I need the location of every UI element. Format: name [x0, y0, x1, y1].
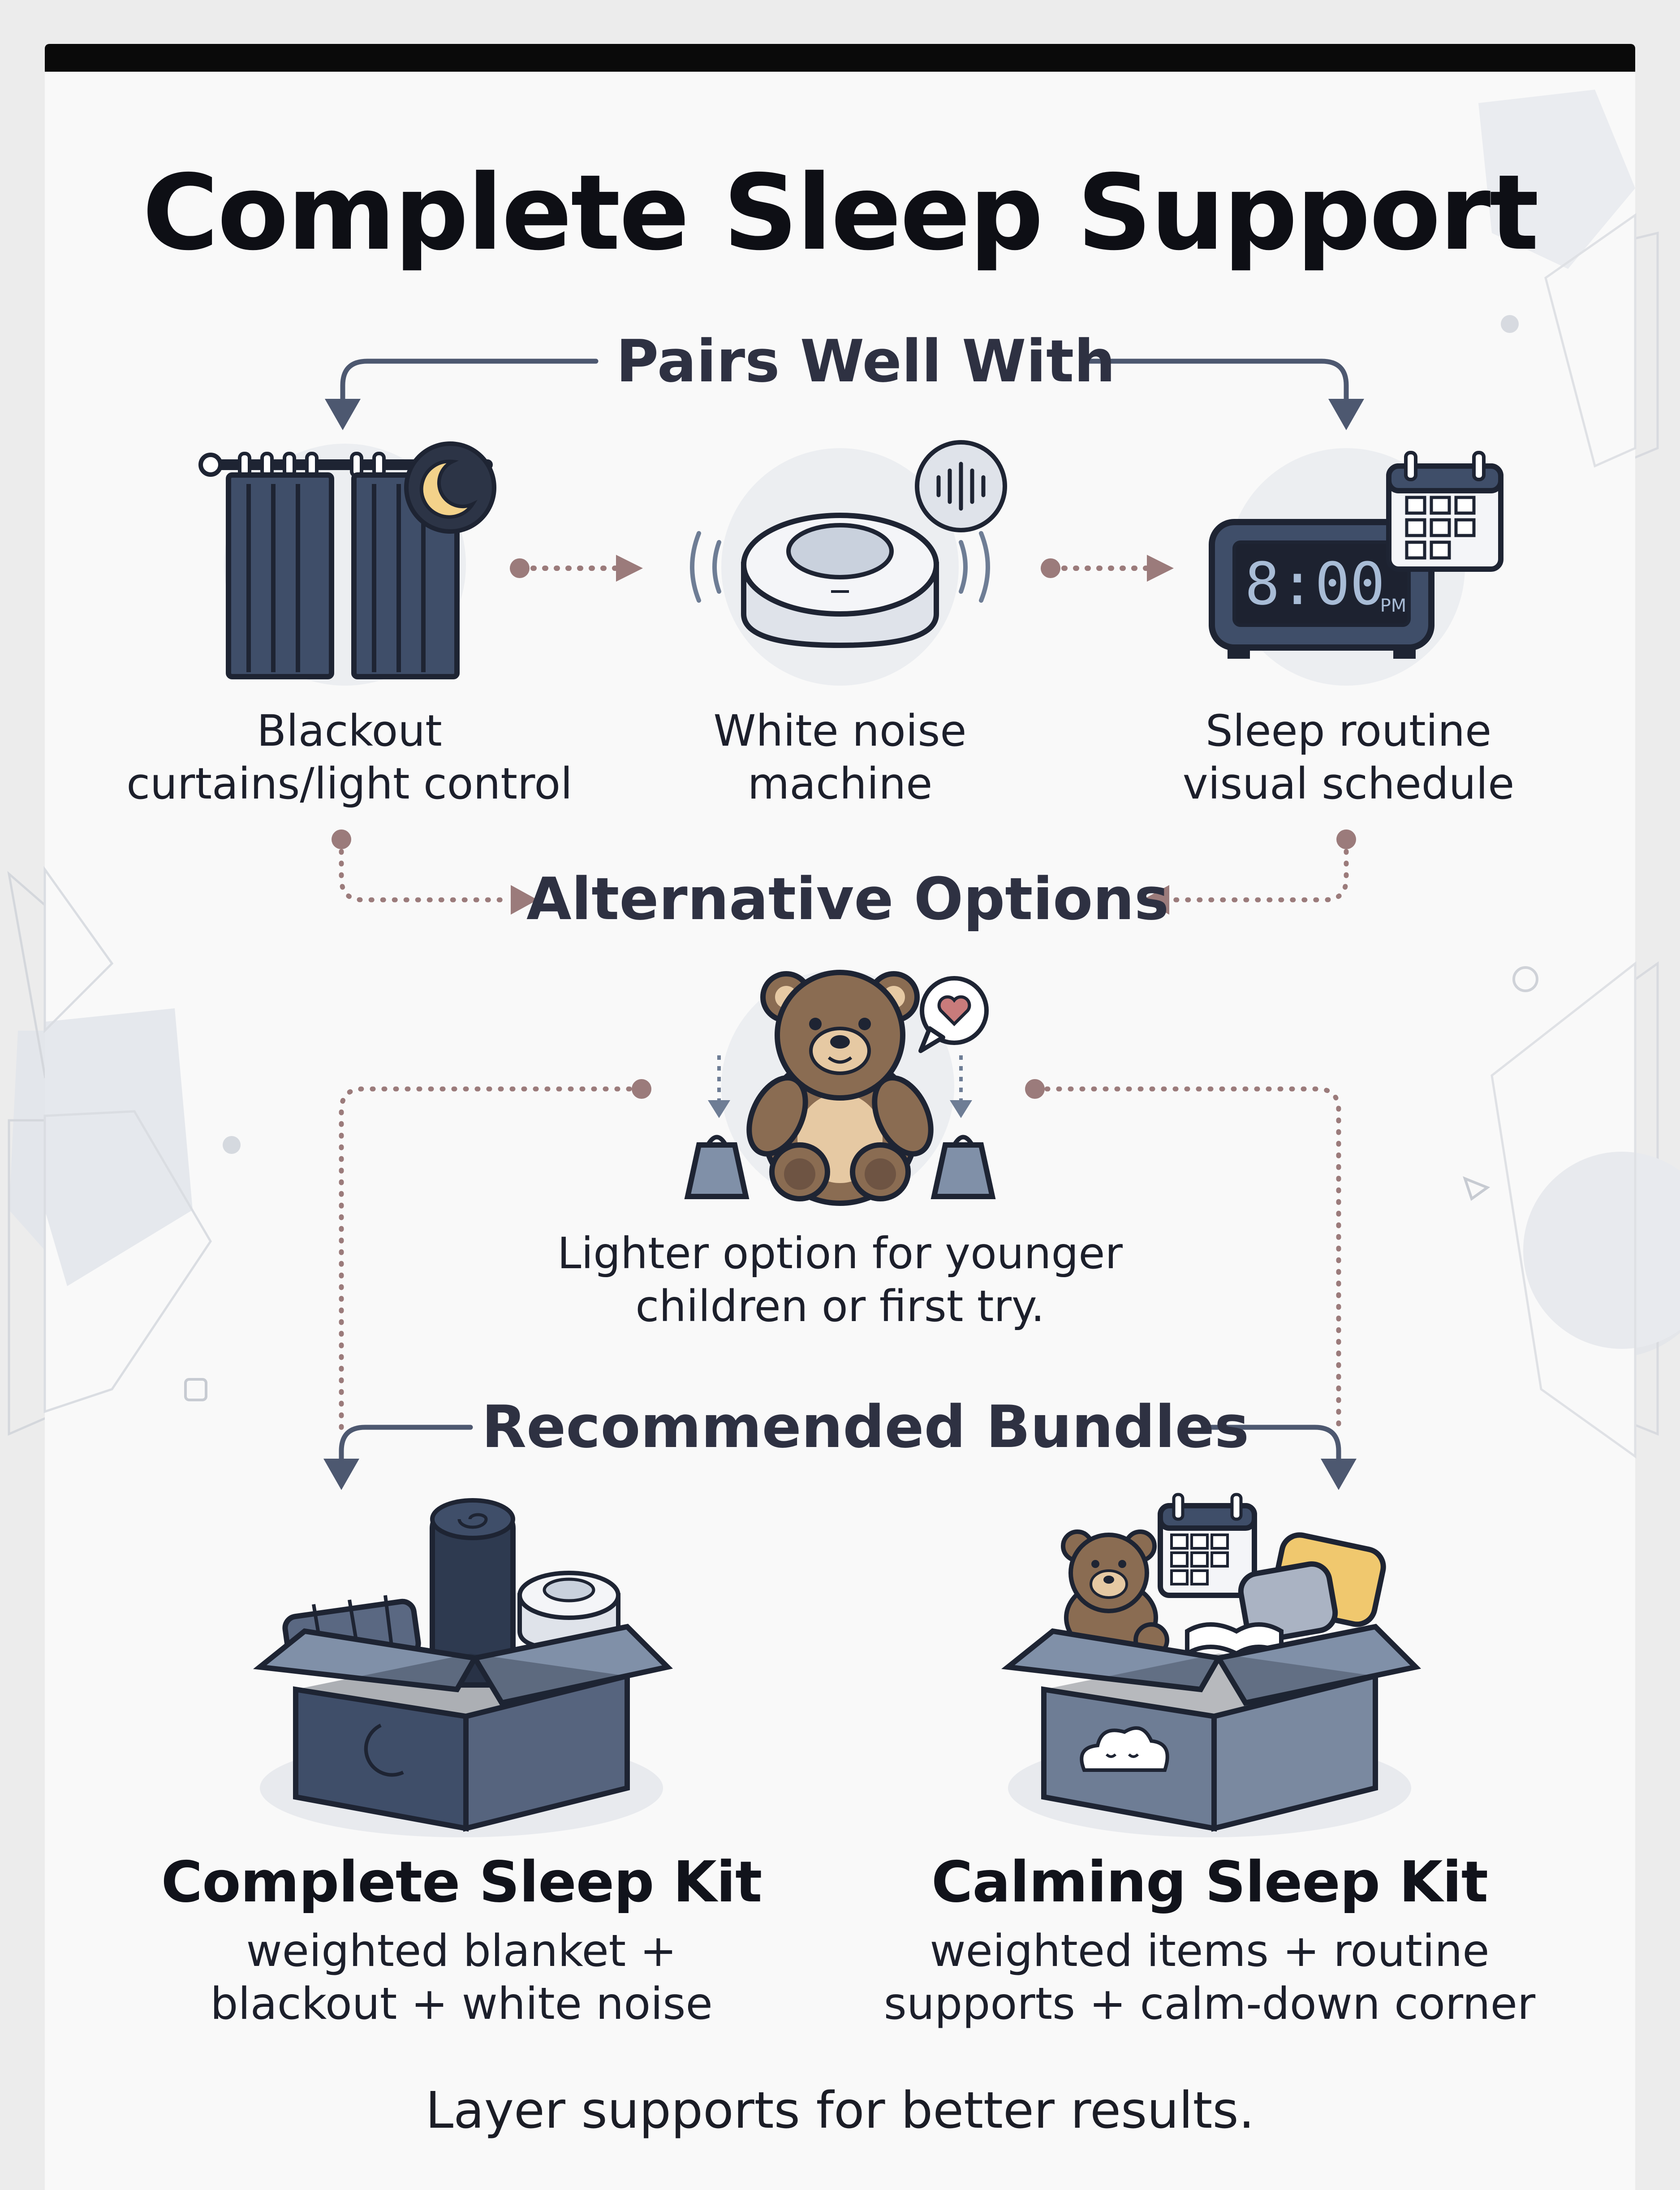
- section-heading-pairs: Pairs Well With: [616, 327, 1116, 395]
- bundle-connector-left: [339, 1079, 651, 1437]
- bundle-desc-line: supports + calm-down corner: [883, 1978, 1536, 2030]
- bundle-desc-line: weighted blanket +: [246, 1926, 677, 1977]
- calming-kit-box-icon: [1001, 1493, 1422, 1837]
- alarm-clock-calendar-icon: 8:00 PM: [1209, 448, 1503, 686]
- bundle-title-complete-sleep-kit: Complete Sleep Kit: [161, 1849, 762, 1915]
- alt-connector-left: [332, 829, 538, 915]
- alt-connector-right: [1142, 829, 1356, 915]
- caption-white-noise: White noise machine: [661, 704, 1019, 810]
- teddy-bear-weights-icon: [684, 970, 996, 1206]
- window-top-bar: [45, 44, 1635, 73]
- bundle-desc-complete-sleep-kit: weighted blanket + blackout + white nois…: [148, 1925, 775, 2030]
- caption-line: children or first try.: [635, 1281, 1045, 1331]
- caption-line: machine: [747, 759, 933, 809]
- bundle-connector-right: [1025, 1079, 1341, 1437]
- caption-line: Lighter option for younger: [557, 1228, 1123, 1279]
- bundle-desc-calming-sleep-kit: weighted items + routine supports + calm…: [851, 1925, 1568, 2030]
- clock-time-text: 8:00: [1245, 550, 1385, 618]
- caption-line: curtains/light control: [126, 759, 573, 809]
- dotted-arrow-2: [1041, 555, 1174, 582]
- arrowhead-left: [325, 399, 361, 430]
- section-heading-bundles: Recommended Bundles: [482, 1393, 1249, 1461]
- caption-blackout-curtains: Blackout curtains/light control: [85, 704, 614, 810]
- white-noise-machine-icon: [690, 440, 1007, 686]
- sleep-kit-box-icon: [253, 1498, 673, 1837]
- blackout-curtains-icon: [198, 441, 496, 686]
- bundles-connector-arrows: [339, 1425, 1341, 1464]
- bundle-desc-line: weighted items + routine: [930, 1926, 1490, 1977]
- page-title: Complete Sleep Support: [142, 152, 1539, 273]
- card-decor: [43, 90, 1680, 1459]
- bundle-arrowhead-left: [323, 1459, 359, 1490]
- pairs-connector-arrows: [340, 359, 1349, 406]
- caption-line: Blackout: [257, 706, 442, 756]
- bundle-title-calming-sleep-kit: Calming Sleep Kit: [931, 1849, 1488, 1915]
- footer-tagline: Layer supports for better results.: [425, 2082, 1255, 2140]
- caption-lighter-option: Lighter option for younger children or f…: [504, 1227, 1176, 1333]
- dotted-arrow-1: [510, 555, 643, 582]
- clock-period-text: PM: [1380, 596, 1407, 616]
- bundle-arrowhead-right: [1321, 1459, 1357, 1490]
- section-heading-alternatives: Alternative Options: [526, 865, 1169, 933]
- arrowhead-right: [1328, 399, 1364, 430]
- caption-visual-schedule: Sleep routine visual schedule: [1147, 704, 1550, 810]
- caption-line: White noise: [713, 706, 967, 756]
- caption-line: visual schedule: [1182, 759, 1515, 809]
- bundle-desc-line: blackout + white noise: [210, 1978, 713, 2030]
- caption-line: Sleep routine: [1205, 706, 1492, 756]
